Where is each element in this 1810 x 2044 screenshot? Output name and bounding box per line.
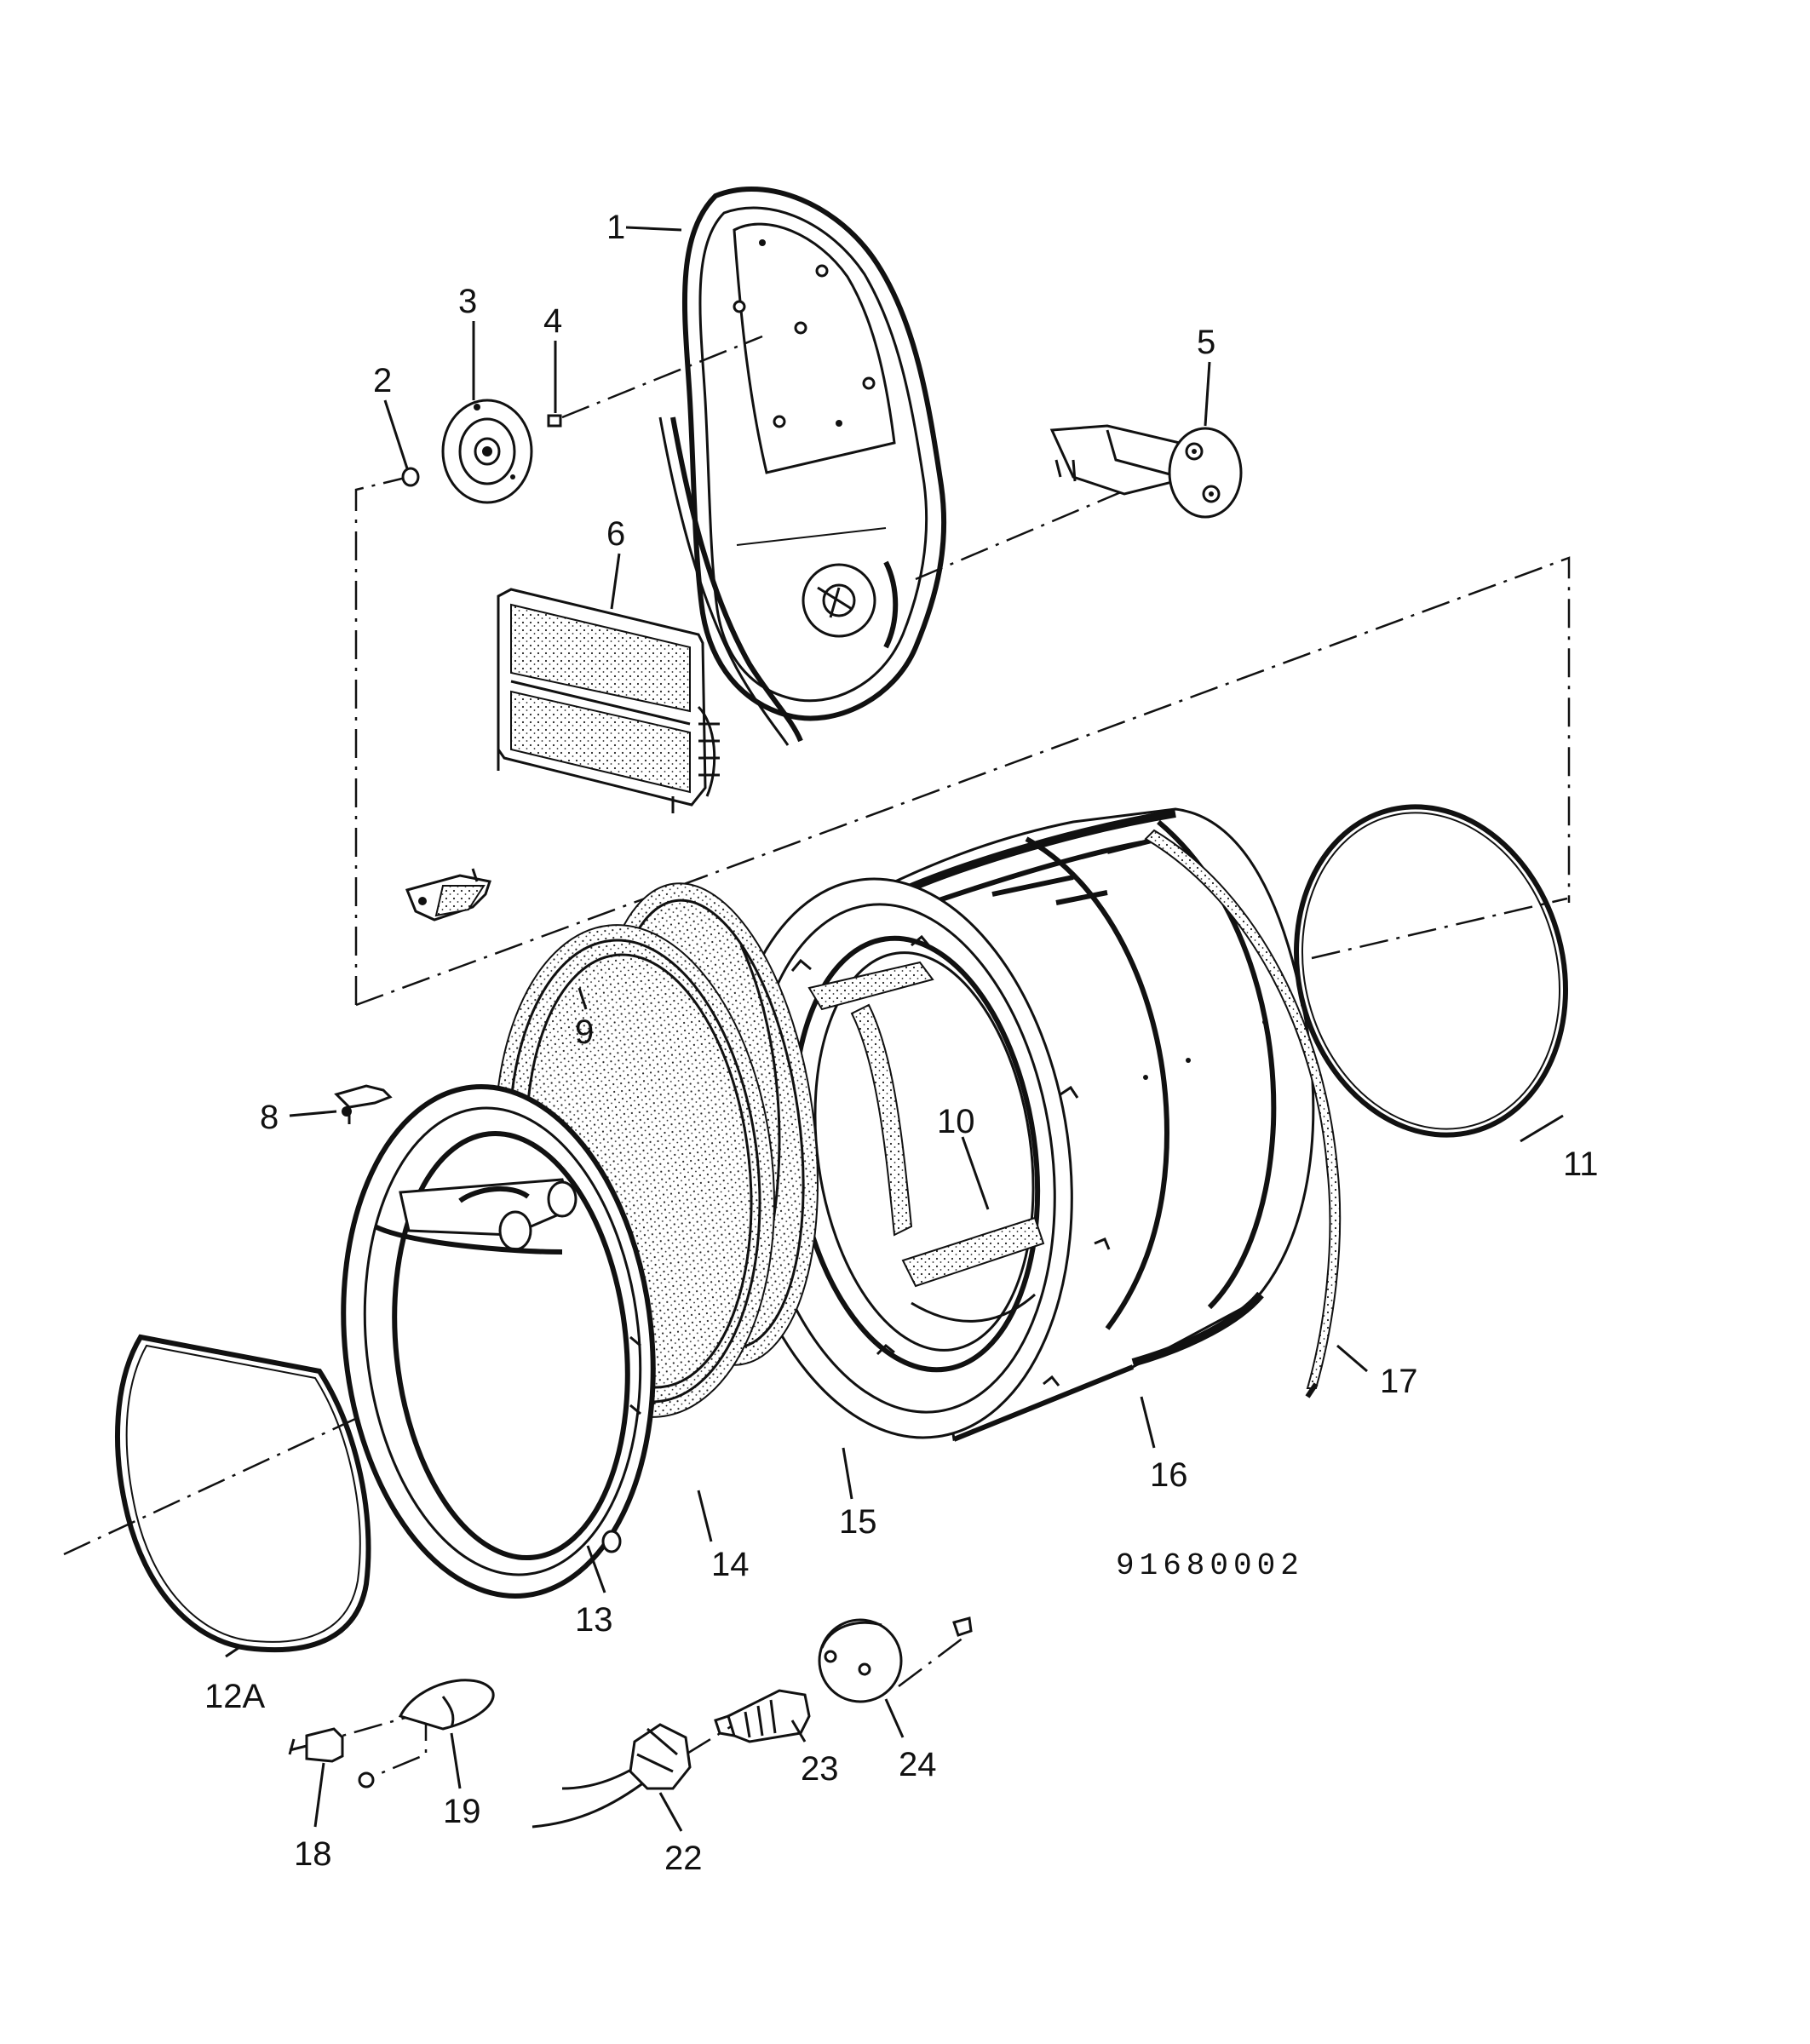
label-part-22: 22 — [664, 1840, 703, 1877]
label-part-17: 17 — [1380, 1363, 1418, 1400]
rear-bulkhead-part-1 — [658, 187, 947, 746]
label-part-12a: 12A — [204, 1678, 265, 1715]
drum-part-16 — [724, 807, 1315, 1442]
label-part-6: 6 — [606, 515, 625, 553]
label-part-9: 9 — [575, 1013, 594, 1051]
idler-bracket-part-5 — [1049, 424, 1243, 519]
lamp-socket-part-18 — [288, 1727, 375, 1788]
clip-part-2 — [401, 467, 420, 487]
label-part-4: 4 — [543, 302, 562, 340]
door-switch-part-22 — [532, 1723, 692, 1829]
label-part-19: 19 — [443, 1793, 481, 1830]
label-part-23: 23 — [801, 1750, 839, 1788]
seal-strip-part-17 — [1144, 829, 1342, 1398]
lamp-lens-part-19 — [398, 1679, 495, 1731]
label-part-2: 2 — [373, 362, 392, 399]
bracket-small — [405, 868, 491, 922]
door-seal-part-12a — [115, 1334, 371, 1653]
part-labels: 1 3 2 4 5 6 9 8 10 11 12A 13 14 15 16 17… — [204, 209, 1599, 1877]
label-part-5: 5 — [1197, 324, 1215, 361]
label-part-1: 1 — [606, 209, 625, 246]
diagram-code: 91680002 — [1116, 1548, 1304, 1583]
assembly-lines — [63, 335, 1571, 1777]
label-part-15: 15 — [839, 1503, 877, 1541]
rear-seal-part-11 — [1294, 804, 1568, 1138]
label-part-16: 16 — [1150, 1456, 1188, 1494]
clip-part-8 — [334, 1084, 393, 1124]
label-part-18: 18 — [294, 1835, 332, 1873]
switch-cover-part-24 — [818, 1616, 973, 1703]
leader-lines — [225, 226, 1564, 1832]
switch-actuator-part-23 — [714, 1689, 811, 1743]
label-part-13: 13 — [575, 1601, 613, 1639]
heater-housing-part-6 — [497, 588, 720, 813]
bearing-part-3 — [441, 399, 533, 504]
label-part-3: 3 — [458, 283, 477, 320]
front-bulkhead-part-13 — [341, 1084, 656, 1599]
label-part-11: 11 — [1563, 1145, 1599, 1183]
label-part-24: 24 — [899, 1746, 937, 1783]
label-part-8: 8 — [260, 1099, 279, 1136]
label-part-10: 10 — [937, 1103, 975, 1140]
screw-part-4 — [547, 414, 562, 428]
label-part-14: 14 — [711, 1546, 750, 1583]
